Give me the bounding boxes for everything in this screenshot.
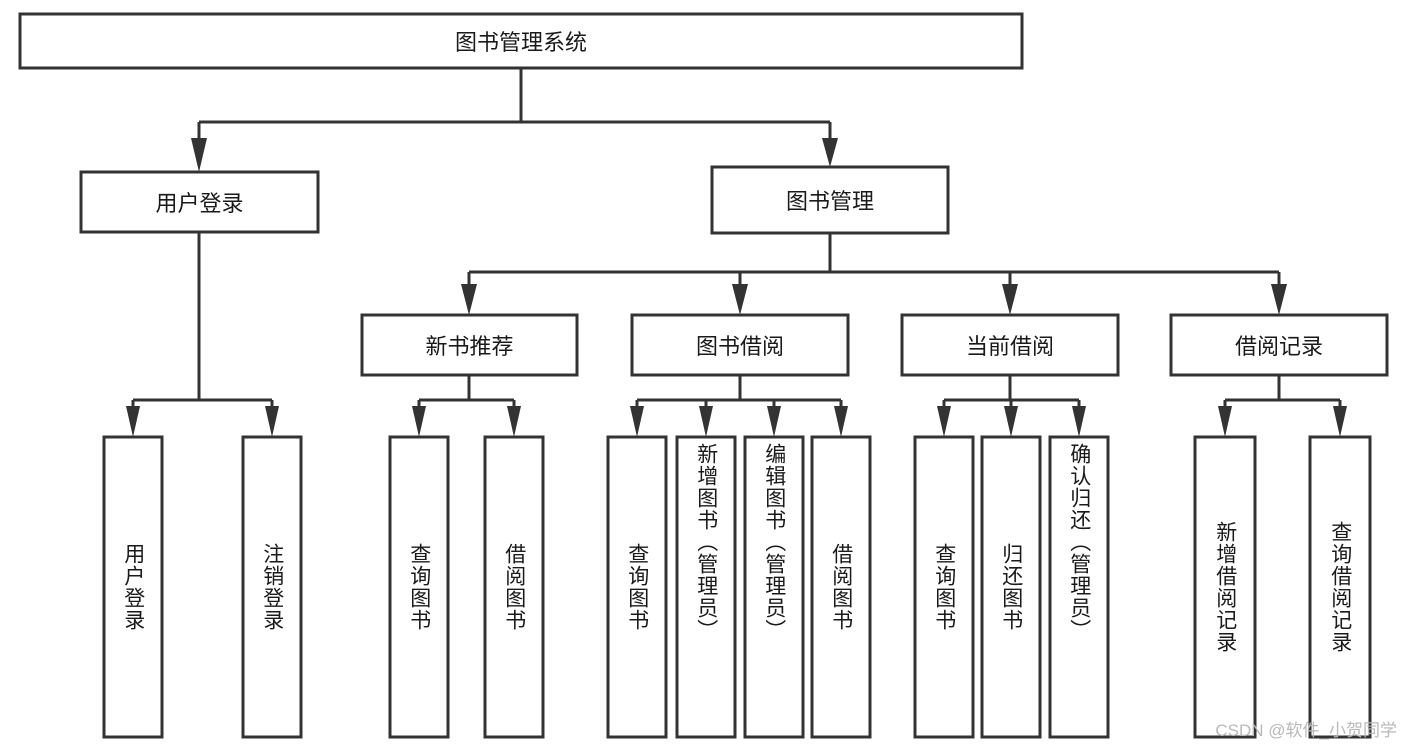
arrowhead-user-login: [191, 138, 207, 172]
node-box-leaf-query-book-1[interactable]: [388, 435, 450, 739]
arrowhead-leaf-query-book-3: [937, 406, 951, 437]
node-box-leaf-query-record[interactable]: [1308, 435, 1372, 739]
node-box-leaf-logout[interactable]: [241, 435, 303, 739]
connector-group-borrow-record-to-leaves: [1218, 375, 1347, 437]
arrowhead-current-borrow: [1002, 284, 1018, 315]
node-box-leaf-return-book[interactable]: [980, 435, 1042, 739]
arrowhead-leaf-add-record: [1218, 406, 1232, 437]
connector-group-book-borrow-to-leaves: [630, 375, 848, 437]
arrowhead-leaf-borrow-book-1: [507, 406, 521, 437]
arrowhead-leaf-query-book-2: [630, 406, 644, 437]
connector-group-new-book-rec-to-leaves: [412, 375, 521, 437]
arrowhead-leaf-query-record: [1333, 406, 1347, 437]
arrowhead-leaf-edit-book: [767, 406, 781, 437]
connector-group-book-manage-to-level2: [461, 233, 1287, 315]
arrowhead-book-borrow: [732, 284, 748, 315]
node-box-leaf-query-book-2[interactable]: [606, 435, 668, 739]
node-box-leaf-confirm-return[interactable]: [1048, 435, 1110, 739]
node-box-leaf-add-book[interactable]: [675, 435, 737, 739]
node-box-new-book-rec[interactable]: [360, 313, 579, 377]
connector-group-root-to-level1: [191, 68, 838, 172]
node-box-leaf-query-book-3[interactable]: [913, 435, 975, 739]
node-box-borrow-record[interactable]: [1169, 313, 1389, 377]
node-box-book-borrow[interactable]: [630, 313, 850, 377]
connector-group-user-login-to-leaves: [126, 232, 279, 437]
arrowhead-leaf-logout: [265, 406, 279, 437]
connector-group-current-borrow-to-leaves: [937, 375, 1086, 437]
arrowhead-leaf-confirm-return: [1072, 406, 1086, 437]
arrowhead-leaf-query-book-1: [412, 406, 426, 437]
arrowhead-leaf-borrow-book-2: [834, 406, 848, 437]
arrowhead-book-manage: [822, 138, 838, 167]
node-box-user-login[interactable]: [79, 170, 320, 234]
arrowhead-leaf-add-book: [699, 406, 713, 437]
node-box-leaf-edit-book[interactable]: [743, 435, 805, 739]
node-box-current-borrow[interactable]: [900, 313, 1120, 377]
arrowhead-borrow-record: [1271, 284, 1287, 315]
node-box-leaf-borrow-book-1[interactable]: [483, 435, 545, 739]
node-box-root[interactable]: [18, 12, 1024, 70]
arrowhead-new-book-rec: [461, 284, 477, 315]
node-box-leaf-add-record[interactable]: [1193, 435, 1257, 739]
node-box-leaf-borrow-book-2[interactable]: [810, 435, 872, 739]
node-box-leaf-user-login[interactable]: [102, 435, 164, 739]
arrowhead-leaf-return-book: [1004, 406, 1018, 437]
node-box-book-manage[interactable]: [710, 165, 950, 235]
arrowhead-leaf-user-login: [126, 406, 140, 437]
